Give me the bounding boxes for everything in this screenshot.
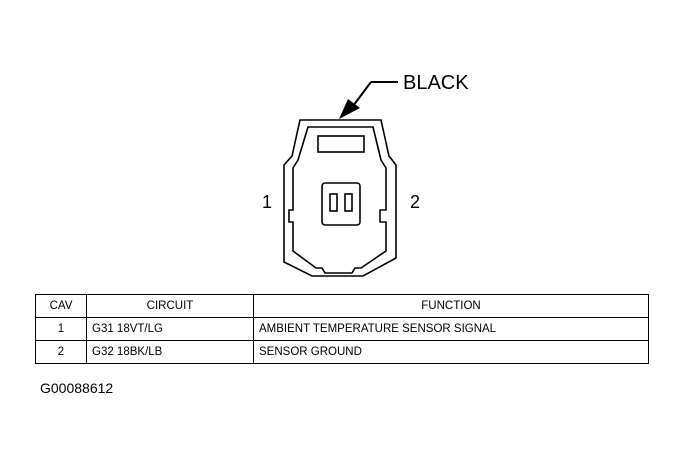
cell-cav: 2 [35, 340, 87, 364]
pin-2-label: 2 [410, 192, 421, 212]
pinout-table: CAV CIRCUIT FUNCTION 1 G31 18VT/LG AMBIE… [35, 294, 649, 364]
header-circuit: CIRCUIT [86, 294, 254, 318]
locking-tab-slot [317, 135, 365, 153]
cell-circuit: G31 18VT/LG [86, 317, 254, 341]
figure-id: G00088612 [40, 380, 114, 396]
connector-diagram [283, 81, 398, 277]
terminal-cavity-1 [329, 193, 338, 212]
table-header-row: CAV CIRCUIT FUNCTION [35, 294, 649, 318]
cell-function: AMBIENT TEMPERATURE SENSOR SIGNAL [253, 317, 649, 341]
terminal-cavity-2 [344, 193, 353, 212]
connector-inner-shell [288, 126, 387, 274]
header-function: FUNCTION [253, 294, 649, 318]
color-leader-arrow [339, 81, 398, 119]
table-row: 1 G31 18VT/LG AMBIENT TEMPERATURE SENSOR… [35, 317, 649, 341]
pin-1-label: 1 [262, 192, 273, 212]
cell-function: SENSOR GROUND [253, 340, 649, 364]
terminal-cavity-housing [321, 182, 361, 226]
header-cav: CAV [35, 294, 87, 318]
connector-body [283, 119, 397, 277]
table-row: 2 G32 18BK/LB SENSOR GROUND [35, 340, 649, 364]
cell-cav: 1 [35, 317, 87, 341]
cell-circuit: G32 18BK/LB [86, 340, 254, 364]
connector-outer-shell [283, 119, 397, 277]
connector-color-label: BLACK [403, 72, 469, 94]
